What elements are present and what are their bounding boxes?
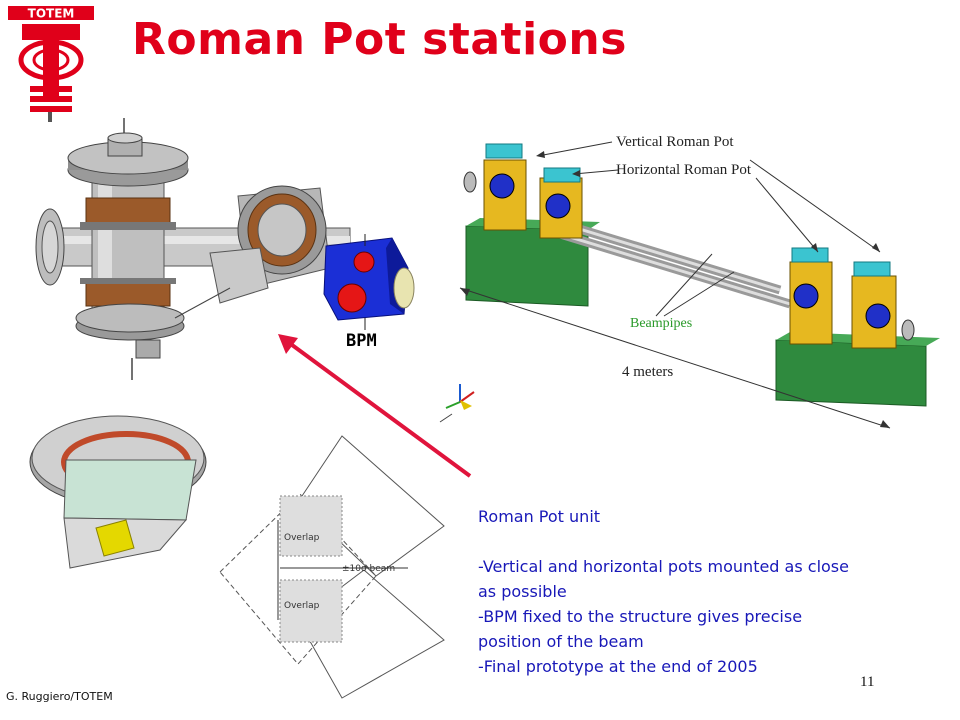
station-layout-figure <box>459 141 940 429</box>
description-block: Roman Pot unit -Vertical and horizontal … <box>478 504 954 679</box>
footer-author: G. Ruggiero/TOTEM <box>6 690 113 703</box>
description-line: position of the beam <box>478 632 644 651</box>
totem-logo: TOTEM <box>8 6 94 122</box>
overlap-diagram: Overlap Overlap ±10σ beam <box>219 435 445 699</box>
svg-text:TOTEM: TOTEM <box>28 7 75 21</box>
horizontal-roman-pot-label: Horizontal Roman Pot <box>616 162 751 178</box>
pointer-arrow <box>278 334 472 478</box>
svg-text:±10σ beam: ±10σ beam <box>342 564 395 574</box>
description-line: -Final prototype at the end of 2005 <box>478 657 758 676</box>
axes-triad-icon <box>439 384 475 423</box>
length-label: 4 meters <box>622 364 674 380</box>
bpm-label: BPM <box>346 331 377 351</box>
description-line: -BPM fixed to the structure gives precis… <box>478 607 803 626</box>
page-title: Roman Pot stations <box>132 14 627 65</box>
description-line: -Vertical and horizontal pots mounted as… <box>478 557 849 576</box>
roman-pot-3d-figure <box>35 118 415 380</box>
page-number: 11 <box>860 674 875 690</box>
beampipes-label: Beampipes <box>630 316 693 331</box>
vertical-roman-pot-label: Vertical Roman Pot <box>616 134 734 150</box>
pot-detail-figure <box>29 415 207 569</box>
svg-text:Overlap: Overlap <box>284 533 320 543</box>
svg-text:Overlap: Overlap <box>284 601 320 611</box>
description-line: as possible <box>478 582 567 601</box>
description-heading: Roman Pot unit <box>478 507 601 526</box>
